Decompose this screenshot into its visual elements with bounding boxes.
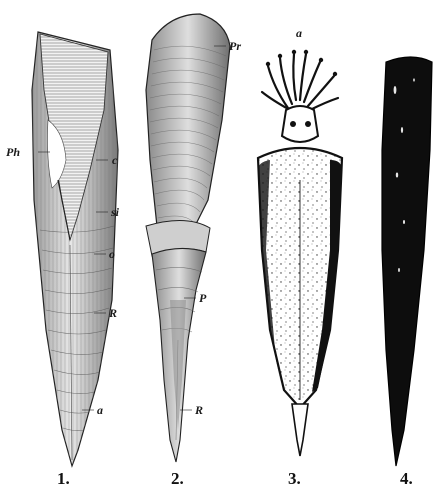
- fig2-label-pr: Pr: [229, 40, 241, 52]
- fig1-label-a: a: [97, 404, 103, 416]
- figure-4-number: 4.: [400, 470, 413, 487]
- fig1-label-si: si: [111, 206, 119, 218]
- fig3-label-a: a: [296, 27, 302, 39]
- figure-3-number: 3.: [288, 470, 301, 487]
- figure-3-drawing: [258, 50, 342, 456]
- fig1-label-c: c: [112, 154, 117, 166]
- fig1-label-ph: Ph: [6, 146, 20, 158]
- figure-2-drawing: [146, 14, 230, 462]
- figure-2-number: 2.: [171, 470, 184, 487]
- figure-1-number: 1.: [57, 470, 70, 487]
- figure-4-drawing: [382, 57, 432, 466]
- figure-1-drawing: [32, 32, 118, 466]
- fig2-label-p: P: [199, 292, 206, 304]
- fig2-label-r: R: [195, 404, 203, 416]
- fig1-label-r: R: [109, 307, 117, 319]
- fig1-label-o: o: [109, 248, 115, 260]
